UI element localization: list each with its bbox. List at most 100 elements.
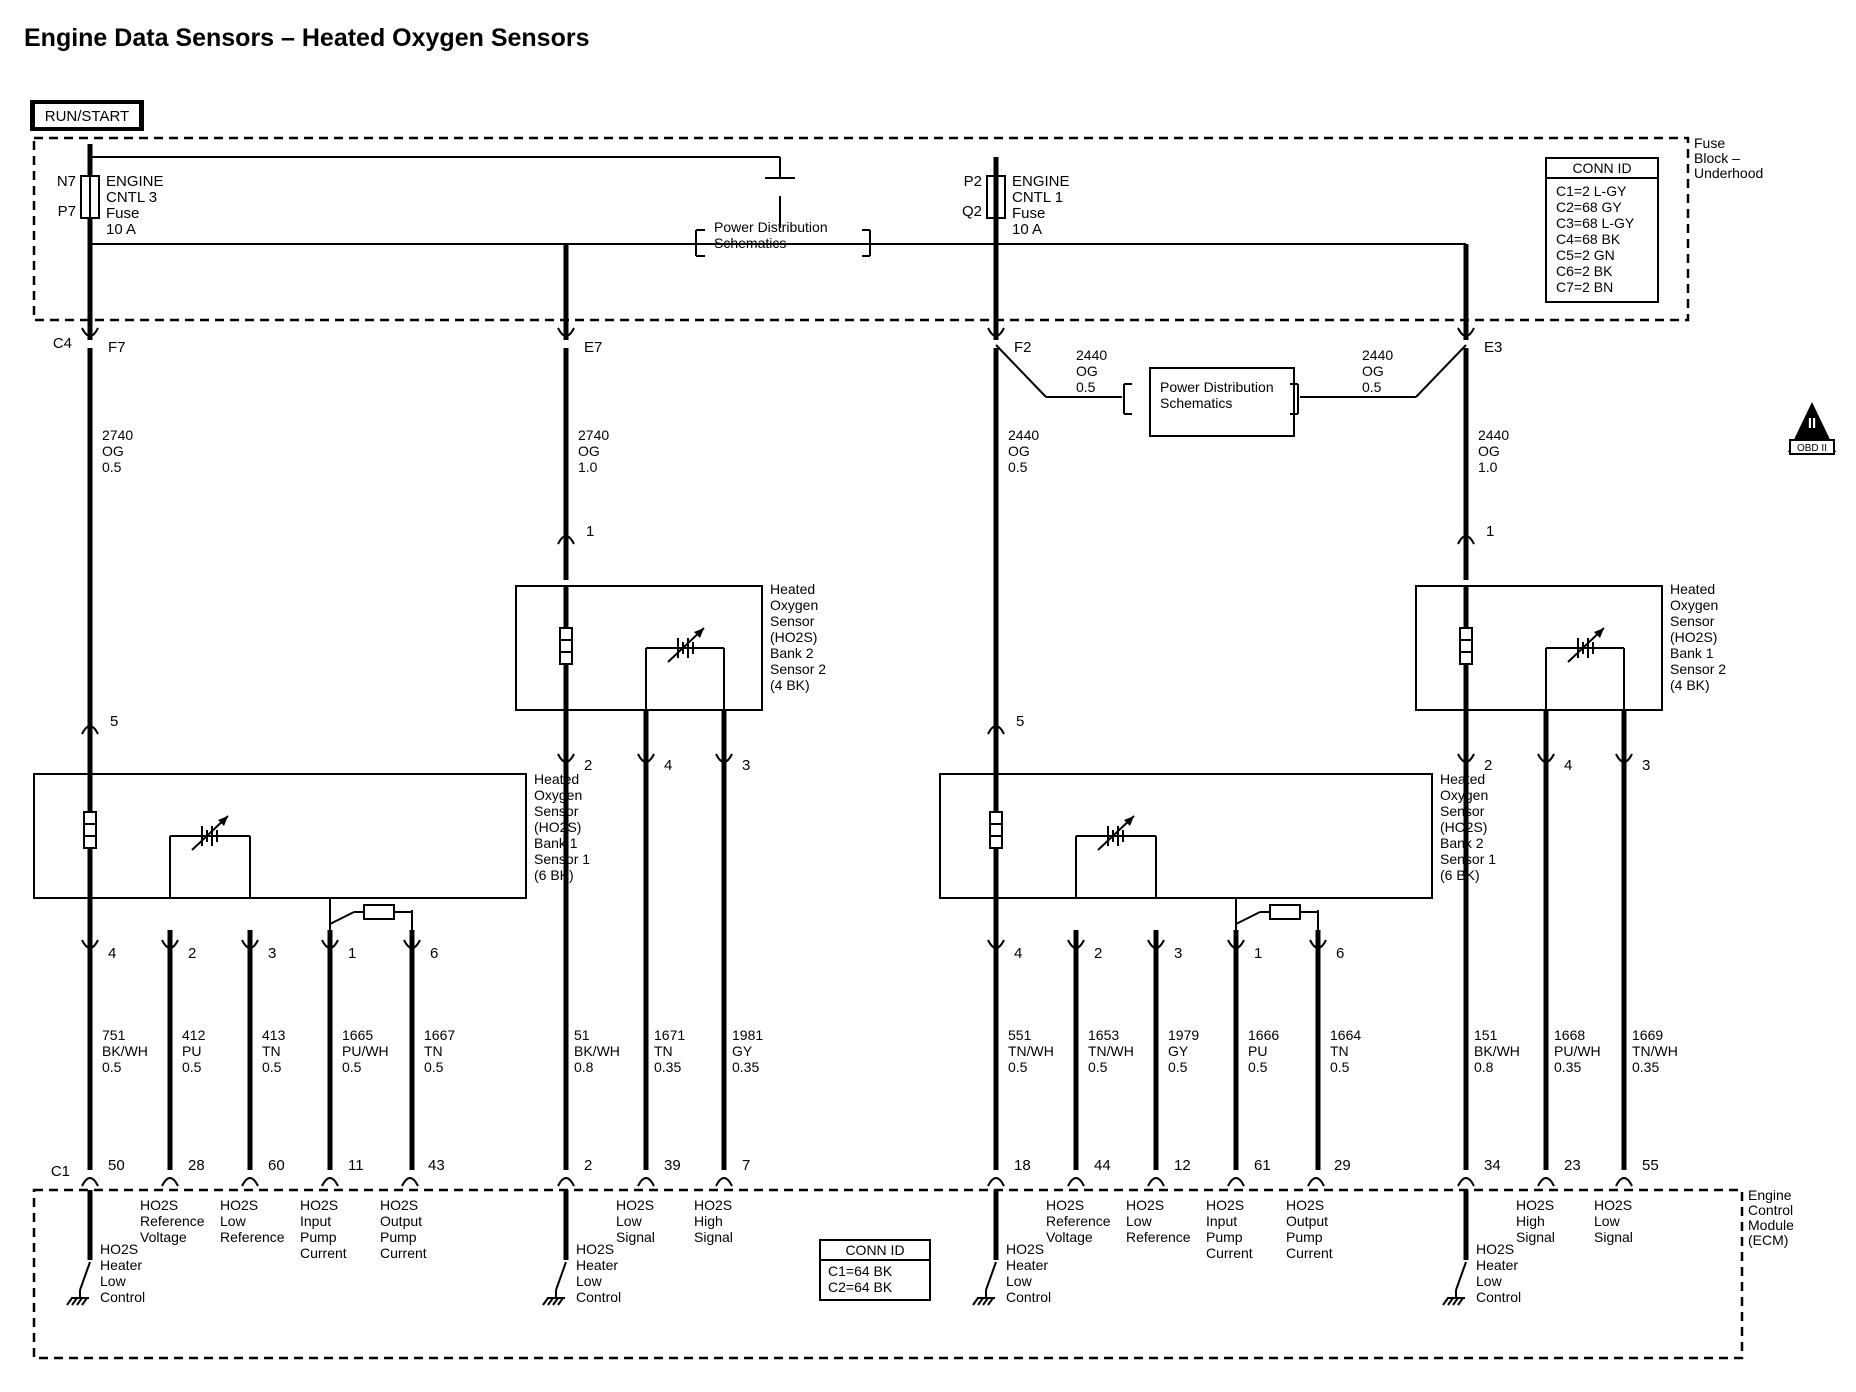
ecm-wire-label-line: 0.8 xyxy=(1474,1059,1494,1075)
sensor-pin-terminal xyxy=(241,939,259,949)
ecm-pin-function-line: Voltage xyxy=(140,1229,187,1245)
sensor-heater-pin xyxy=(557,535,575,545)
sensor-pin-terminal xyxy=(321,939,339,949)
ecm-pin-function-line: Low xyxy=(1594,1213,1621,1229)
ecm-pin-label: 11 xyxy=(348,1157,364,1174)
ecm-pin-function-line: HO2S xyxy=(1046,1197,1084,1213)
splice-power-dist-label-line: Power Distribution xyxy=(1160,379,1274,395)
ecm-wire-label-line: BK/WH xyxy=(1474,1043,1520,1059)
sensor-box xyxy=(1415,585,1663,711)
power-dist-label-line: Power Distribution xyxy=(714,219,828,235)
splice-wire-label-line: OG xyxy=(1076,363,1098,379)
splice-power-dist-box xyxy=(1149,367,1295,437)
heater-element xyxy=(559,627,573,665)
supply-wire-label-line: 0.5 xyxy=(1008,459,1028,475)
ecm-pin-label: 50 xyxy=(108,1157,125,1174)
ecm-wire-label-line: TN xyxy=(424,1043,443,1059)
ecm-wire-label-line: 0.5 xyxy=(1330,1059,1350,1075)
ecm-heater-low-label-line: Control xyxy=(576,1289,621,1305)
sensor-box xyxy=(515,585,763,711)
ecm-pin-terminal xyxy=(1537,1177,1555,1187)
ecm-conn-id: C2=64 BK xyxy=(828,1279,893,1295)
ecm-pin-function-line: Voltage xyxy=(1046,1229,1093,1245)
sensor-pin-terminal xyxy=(637,753,655,763)
ecm-heater-low-label-line: Low xyxy=(100,1273,127,1289)
ecm-pin-function-line: Current xyxy=(300,1245,347,1261)
ecm-pin-label: 60 xyxy=(268,1157,285,1174)
ecm-wire-label-line: 1979 xyxy=(1168,1027,1199,1043)
ecm-wire-label-line: 1665 xyxy=(342,1027,373,1043)
sensor-pin-terminal xyxy=(1067,939,1085,949)
ecm-pin-function-line: Low xyxy=(1126,1213,1153,1229)
obd-badge-text: OBD II xyxy=(1797,443,1827,454)
sensor-pin-label: 2 xyxy=(1484,757,1492,774)
ecm-pin-function-line: Signal xyxy=(1516,1229,1555,1245)
ecm-heater-low-label-line: Control xyxy=(1006,1289,1051,1305)
fuse-label-line: Fuse xyxy=(1012,205,1045,222)
ecm-pin-label: 2 xyxy=(584,1157,592,1174)
sensor-box xyxy=(33,773,527,899)
ecm-pin-function-line: HO2S xyxy=(1206,1197,1244,1213)
sensor-pin-label: 3 xyxy=(1174,945,1182,962)
fuse-connector-terminal xyxy=(557,327,575,337)
ecm-outline xyxy=(32,1188,1744,1360)
power-dist-label-line: Schematics xyxy=(714,235,786,251)
diagram-title: Engine Data Sensors – Heated Oxygen Sens… xyxy=(24,24,589,52)
sensor-label-line: Oxygen xyxy=(1670,597,1718,613)
ecm-wire-label-line: 0.5 xyxy=(102,1059,122,1075)
fuse-top-pin: N7 xyxy=(57,173,76,190)
sensor-pin-label: 1 xyxy=(348,945,356,962)
obd-badge-plate xyxy=(1789,439,1835,455)
fuse-conn-id-title: CONN ID xyxy=(1572,160,1631,176)
splice-wire-label-line: 2440 xyxy=(1076,347,1107,363)
fuse-label-line: CNTL 1 xyxy=(1012,189,1063,206)
ecm-pin-function-line: Signal xyxy=(1594,1229,1633,1245)
ecm-pin-function-line: Signal xyxy=(694,1229,733,1245)
sensor-pin-terminal xyxy=(161,939,179,949)
sensor-pin-terminal xyxy=(1537,753,1555,763)
ecm-pin-label: 18 xyxy=(1014,1157,1031,1174)
splice-wire-label-line: 0.5 xyxy=(1362,379,1382,395)
ecm-pin-label: 55 xyxy=(1642,1157,1659,1174)
ecm-wire-label-line: 0.35 xyxy=(1554,1059,1581,1075)
sensor-pin-label: 4 xyxy=(664,757,672,774)
sensor-label-line: Heated xyxy=(534,771,579,787)
ecm-wire-label-line: 51 xyxy=(574,1027,590,1043)
ecm-conn-id: C1=64 BK xyxy=(828,1263,893,1279)
ecm-heater-low-label-line: Low xyxy=(1476,1273,1503,1289)
sensor-pin-label: 2 xyxy=(1094,945,1102,962)
run-start-label: RUN/START xyxy=(45,108,129,125)
fuse-conn-id: C2=68 GY xyxy=(1556,199,1622,215)
ecm-pin-terminal xyxy=(1457,1177,1475,1187)
sensor-label-line: Bank 2 xyxy=(770,645,814,661)
ecm-heater-low-label-line: Heater xyxy=(100,1257,142,1273)
ecm-wire-label-line: 0.35 xyxy=(732,1059,759,1075)
fuse-connector-pin: F7 xyxy=(108,339,126,356)
ecm-pin-function-line: HO2S xyxy=(140,1197,178,1213)
pump-resistor xyxy=(1269,904,1301,920)
ecm-wire-label-line: PU/WH xyxy=(342,1043,389,1059)
fuse-top-pin: P2 xyxy=(964,173,982,190)
sensor-label-line: Oxygen xyxy=(770,597,818,613)
supply-wire-label-line: 0.5 xyxy=(102,459,122,475)
fuse-label-line: 10 A xyxy=(106,221,136,238)
sensor-pin-terminal xyxy=(81,939,99,949)
ecm-pin-terminal xyxy=(987,1177,1005,1187)
ecm-pin-function-line: Output xyxy=(1286,1213,1328,1229)
ecm-pin-function-line: Input xyxy=(1206,1213,1237,1229)
ecm-wire-label-line: 1667 xyxy=(424,1027,455,1043)
splice-wire-right xyxy=(1415,344,1467,398)
sensor-label-line: Bank 1 xyxy=(1670,645,1714,661)
fuse-conn-id-table xyxy=(1545,157,1659,303)
fuse-conn-id: C4=68 BK xyxy=(1556,231,1621,247)
supply-wire-label-line: 1.0 xyxy=(578,459,598,475)
heater-element xyxy=(1459,627,1473,665)
sensor-heater-pin-label: 1 xyxy=(1486,523,1494,540)
ecm-wire-label-line: 1653 xyxy=(1088,1027,1119,1043)
ecm-pin-terminal xyxy=(557,1177,575,1187)
ecm-wire-label-line: 0.5 xyxy=(182,1059,202,1075)
heater-element xyxy=(989,811,1003,849)
fuse-connector-terminal xyxy=(1457,327,1475,337)
sensor-label-line: Heated xyxy=(1440,771,1485,787)
ecm-heater-low-label-line: Low xyxy=(576,1273,603,1289)
